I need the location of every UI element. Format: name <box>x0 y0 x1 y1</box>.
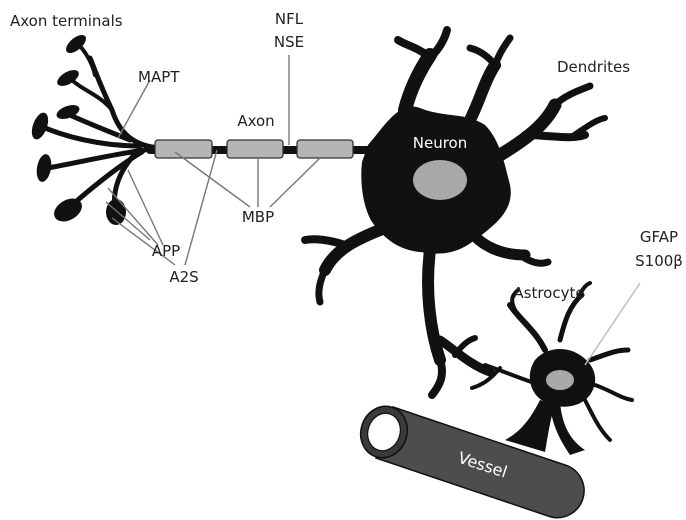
nfl-label: NFL <box>275 10 304 28</box>
s100b-label: S100β <box>635 252 683 270</box>
nse-label: NSE <box>274 33 304 51</box>
neuron-nucleus <box>413 160 467 200</box>
myelin-sheath <box>155 140 212 158</box>
app-label: APP <box>152 242 180 260</box>
astrocyte <box>472 283 632 455</box>
astrocyte-nucleus <box>546 370 574 390</box>
neuron: Neuron <box>361 106 510 253</box>
dendrites-label: Dendrites <box>557 58 630 76</box>
neuron-label: Neuron <box>413 134 467 152</box>
a2s-label: A2S <box>169 268 198 286</box>
gfap-label: GFAP <box>640 228 678 246</box>
axon-terminals-label: Axon terminals <box>10 12 123 30</box>
myelin-sheath <box>297 140 353 158</box>
astrocyte-label: Astrocyte <box>513 284 584 302</box>
myelin-sheaths <box>155 140 353 158</box>
mapt-label: MAPT <box>138 68 180 86</box>
axon-label: Axon <box>237 112 274 130</box>
myelin-sheath <box>227 140 283 158</box>
mbp-label: MBP <box>242 208 274 226</box>
